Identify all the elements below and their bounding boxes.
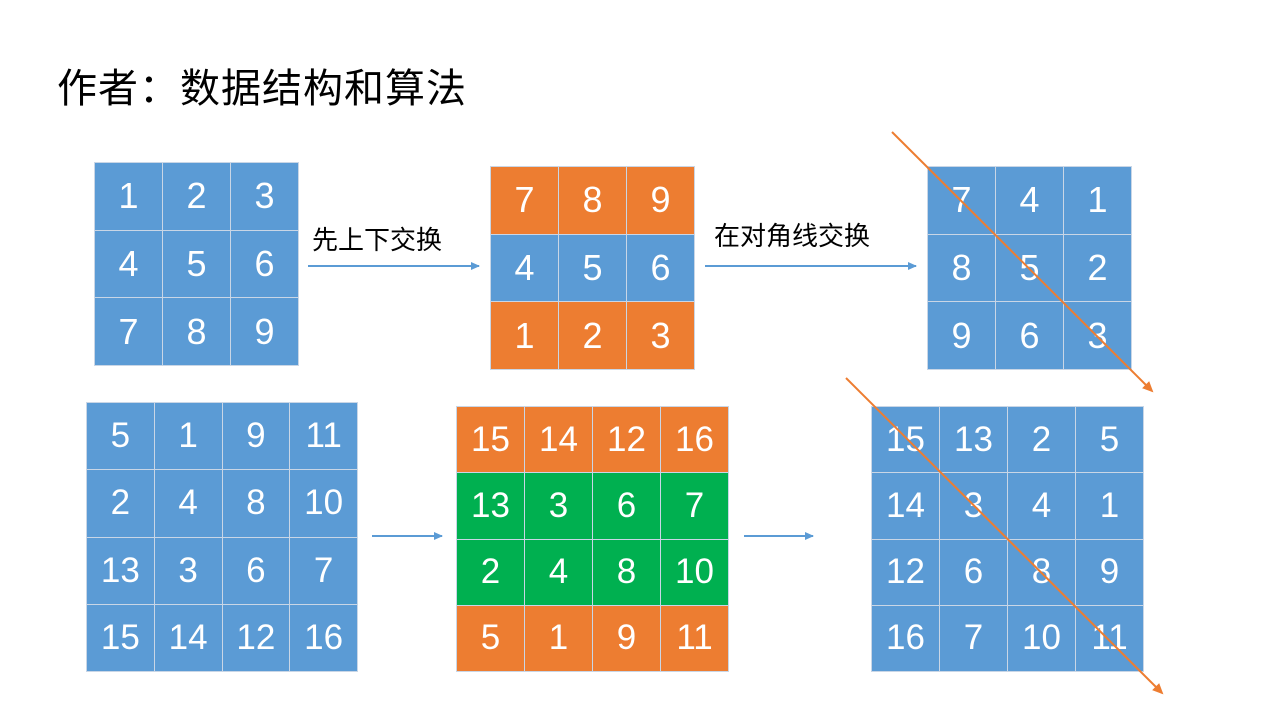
grid-cell: 4 (154, 470, 222, 537)
grid-cell: 5 (996, 234, 1063, 302)
grid-cell: 11 (1076, 605, 1143, 671)
grid-cell: 2 (457, 539, 524, 605)
grid-cell: 5 (163, 230, 230, 298)
grid-cell: 3 (627, 302, 694, 369)
grid-cell: 2 (1008, 407, 1075, 473)
grid-cell: 8 (928, 234, 995, 302)
grid-cell: 11 (290, 403, 357, 470)
grid-cell: 8 (1008, 539, 1075, 605)
grid-cell: 7 (491, 167, 558, 234)
grid-cell: 9 (928, 302, 995, 369)
grid-cell: 10 (661, 539, 728, 605)
grid-cell: 1 (1064, 167, 1131, 234)
grid-cell: 1 (491, 302, 558, 369)
grid-cell: 2 (87, 470, 154, 537)
grid-cell: 5 (1076, 407, 1143, 473)
grid-cell: 12 (222, 604, 290, 671)
grid-cell: 13 (87, 537, 154, 604)
grid-cell: 4 (1008, 473, 1075, 539)
step1-label: 先上下交换 (312, 226, 443, 256)
grid-cell: 7 (940, 605, 1007, 671)
grid-cell: 2 (559, 302, 626, 369)
grid-cell: 9 (1076, 539, 1143, 605)
grid-cell: 1 (1076, 473, 1143, 539)
grid-cell: 7 (661, 473, 728, 539)
grid-cell: 16 (872, 605, 939, 671)
grid-cell: 6 (627, 234, 694, 302)
grid-cell: 15 (87, 604, 154, 671)
step2-label: 在对角线交换 (714, 222, 871, 252)
grid-cell: 3 (525, 473, 592, 539)
grid-cell: 9 (627, 167, 694, 234)
grid-cell: 6 (231, 230, 298, 298)
grid-cell: 15 (872, 407, 939, 473)
grid-cell: 9 (231, 298, 298, 365)
grid-cell: 3 (1064, 302, 1131, 369)
grid-cell: 5 (559, 234, 626, 302)
grid-cell: 14 (525, 407, 592, 473)
grid-cell: 5 (457, 605, 524, 671)
grid-cell: 8 (593, 539, 660, 605)
grid-cell: 4 (996, 167, 1063, 234)
grid-cell: 7 (95, 298, 162, 365)
grid-cell: 8 (163, 298, 230, 365)
grid-cell: 4 (95, 230, 162, 298)
grid-cell: 3 (154, 537, 222, 604)
grid-cell: 14 (154, 604, 222, 671)
grid-cell: 4 (525, 539, 592, 605)
grid-cell: 2 (1064, 234, 1131, 302)
grid-cell: 16 (290, 604, 357, 671)
grid-cell: 15 (457, 407, 524, 473)
grid-cell: 4 (491, 234, 558, 302)
grid-cell: 13 (940, 407, 1007, 473)
grid-cell: 7 (290, 537, 357, 604)
grid-cell: 14 (872, 473, 939, 539)
grid-cell: 6 (940, 539, 1007, 605)
grid-cell: 12 (593, 407, 660, 473)
grid-cell: 5 (87, 403, 154, 470)
grid-cell: 1 (95, 163, 162, 230)
grid-cell: 11 (661, 605, 728, 671)
grid-cell: 8 (222, 470, 290, 537)
grid-cell: 6 (996, 302, 1063, 369)
grid-cell: 1 (525, 605, 592, 671)
grid-cell: 16 (661, 407, 728, 473)
grid-cell: 6 (593, 473, 660, 539)
grid-cell: 10 (1008, 605, 1075, 671)
grid-cell: 3 (940, 473, 1007, 539)
grid-cell: 12 (872, 539, 939, 605)
page-title: 作者：数据结构和算法 (57, 66, 467, 112)
grid-cell: 9 (222, 403, 290, 470)
grid-cell: 7 (928, 167, 995, 234)
grid-cell: 3 (231, 163, 298, 230)
grid-cell: 10 (290, 470, 357, 537)
grid-cell: 8 (559, 167, 626, 234)
grid-cell: 13 (457, 473, 524, 539)
grid-cell: 6 (222, 537, 290, 604)
grid-cell: 1 (154, 403, 222, 470)
grid-cell: 2 (163, 163, 230, 230)
grid-cell: 9 (593, 605, 660, 671)
